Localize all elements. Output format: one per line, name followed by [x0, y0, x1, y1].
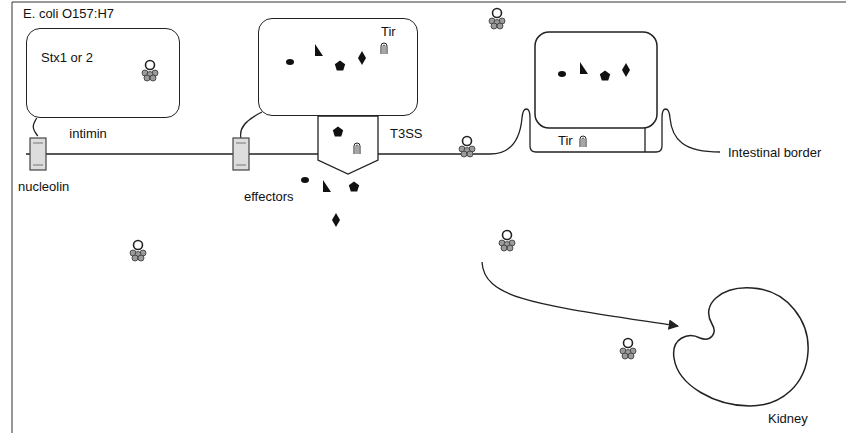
- effector-protein: [301, 177, 309, 183]
- bacterium-cell: E. coli O157:H7Stx1 or 2: [26, 28, 180, 118]
- shiga-toxin: [489, 9, 505, 30]
- effector-protein: [358, 51, 366, 65]
- tir-receptor: [580, 136, 586, 147]
- effector-protein: [600, 71, 610, 81]
- effector-protein: [622, 63, 630, 77]
- effector-protein: [286, 59, 294, 65]
- strain-heading: E. coli O157:H7: [23, 7, 114, 22]
- protein-label: Tir: [558, 134, 573, 149]
- kidney-outline: [674, 288, 808, 406]
- effector-protein: [335, 61, 345, 71]
- intimin-tether: [241, 112, 262, 138]
- effector-protein: [323, 180, 331, 192]
- receptor-label: nucleolin: [18, 180, 69, 195]
- bacterium-cell: Tir: [258, 18, 418, 116]
- shiga-toxin: [459, 137, 475, 158]
- edge-label: intimin: [67, 127, 109, 142]
- receptor-stripe: [33, 165, 43, 166]
- bacterium-cell: [535, 32, 657, 128]
- kidney-organ: Kidney: [660, 280, 830, 431]
- nucleolin-receptor: [233, 138, 249, 170]
- part-label: T3SS: [390, 127, 423, 142]
- shiga-toxin: [499, 231, 515, 252]
- shiga-toxin: [142, 61, 158, 82]
- effector-protein: [332, 213, 340, 227]
- shiga-toxin: [620, 339, 636, 360]
- part-label: effectors: [244, 190, 294, 205]
- secretion-needle: [644, 128, 645, 152]
- kidney-shape: [660, 280, 830, 431]
- effector-protein: [333, 127, 343, 137]
- effector-protein: [349, 182, 359, 192]
- receptor-stripe: [236, 143, 246, 144]
- effector-protein: [580, 62, 588, 74]
- protein-label: Tir: [381, 25, 396, 40]
- circulation-arrow: [482, 262, 678, 326]
- connector-line: [33, 118, 38, 136]
- tir-receptor: [381, 43, 387, 54]
- organ-label: Kidney: [768, 412, 808, 427]
- effector-protein: [315, 44, 323, 56]
- effector-protein: [558, 71, 566, 77]
- shiga-toxin: [130, 241, 146, 262]
- nucleolin-receptor: nucleolin: [16, 136, 82, 199]
- frame-line: [12, 2, 846, 433]
- secretion-system: [318, 116, 378, 174]
- receptor-stripe: [236, 165, 246, 166]
- toxin-label: Stx1 or 2: [41, 51, 93, 66]
- nucleolin-receptor: [30, 138, 46, 170]
- receptor-stripe: [33, 143, 43, 144]
- tir-receptor: [354, 143, 360, 154]
- region-label: Intestinal border: [728, 146, 821, 161]
